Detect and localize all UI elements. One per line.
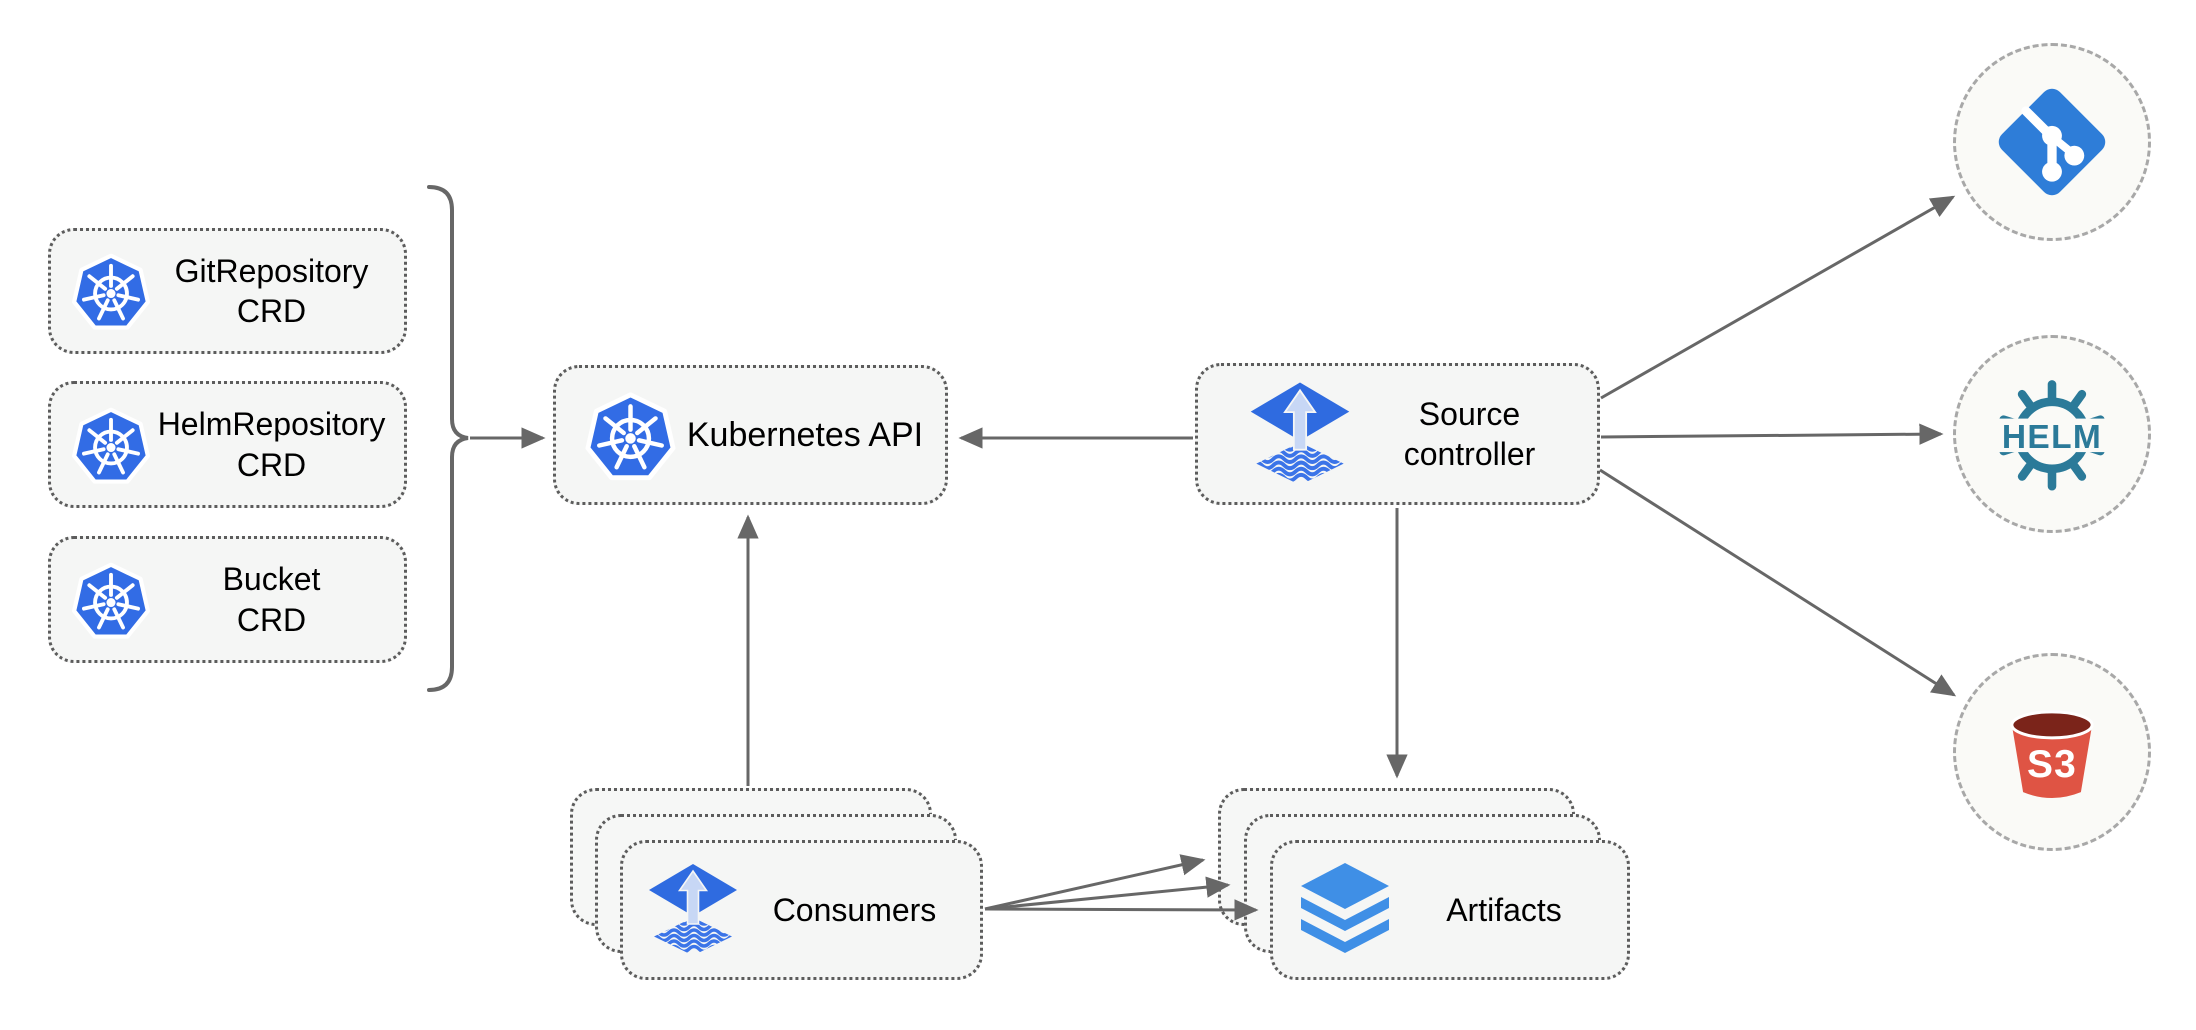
- node-kubernetes-api: Kubernetes API: [553, 365, 948, 505]
- edge-consumers-to-artifacts-3: [984, 899, 1259, 921]
- label-line-1: Source: [1418, 395, 1521, 432]
- layers-icon: [1295, 860, 1395, 960]
- node-artifacts: Artifacts: [1270, 840, 1630, 980]
- external-s3: S3: [1953, 653, 2151, 851]
- kubernetes-icon: [69, 558, 153, 642]
- label-line-1: GitRepository: [174, 252, 369, 289]
- edge-consumers-to-artifacts-2: [984, 876, 1231, 911]
- crd-group-brace: [427, 185, 469, 692]
- edge-consumers-to-artifacts-1: [984, 854, 1206, 911]
- artifacts-label: Artifacts: [1446, 891, 1562, 928]
- node-gitrepository-crd: GitRepository CRD: [48, 228, 407, 354]
- edge-source-controller-to-git: [1600, 195, 1956, 400]
- edge-source-controller-to-s3: [1599, 468, 1957, 697]
- label-line-2: CRD: [236, 601, 307, 638]
- node-helmrepository-crd: HelmRepository CRD: [48, 381, 407, 508]
- source-controller-label: Source controller: [1356, 394, 1597, 475]
- bucket-crd-label: Bucket CRD: [153, 559, 404, 640]
- consumers-label: Consumers: [772, 891, 937, 928]
- helm-icon: HELM: [1985, 367, 2119, 501]
- flux-source-icon: [1244, 375, 1356, 493]
- edge-source-controller-to-helm: [1600, 423, 1944, 445]
- label-line-1: HelmRepository: [157, 406, 386, 443]
- node-consumers: Consumers: [620, 840, 983, 980]
- kubernetes-api-label: Kubernetes API: [686, 415, 924, 454]
- label-line-1: Bucket: [222, 561, 321, 598]
- s3-wordmark: S3: [2027, 743, 2077, 786]
- label-line-2: CRD: [236, 446, 307, 483]
- helmrepository-crd-label: HelmRepository CRD: [153, 404, 404, 485]
- node-source-controller: Source controller: [1195, 363, 1600, 505]
- label-line-2: controller: [1403, 436, 1536, 472]
- label-line-2: CRD: [236, 293, 307, 329]
- node-bucket-crd: Bucket CRD: [48, 536, 407, 663]
- helm-wordmark: HELM: [2002, 419, 2102, 456]
- external-git: [1953, 43, 2151, 241]
- flux-source-icon: [643, 854, 743, 966]
- s3-bucket-icon: S3: [1993, 693, 2111, 811]
- kubernetes-icon: [582, 387, 679, 484]
- kubernetes-icon: [69, 403, 153, 487]
- kubernetes-icon: [69, 249, 153, 333]
- gitrepository-crd-label: GitRepository CRD: [153, 251, 404, 332]
- git-icon: [1990, 80, 2114, 204]
- external-helm: HELM: [1953, 335, 2151, 533]
